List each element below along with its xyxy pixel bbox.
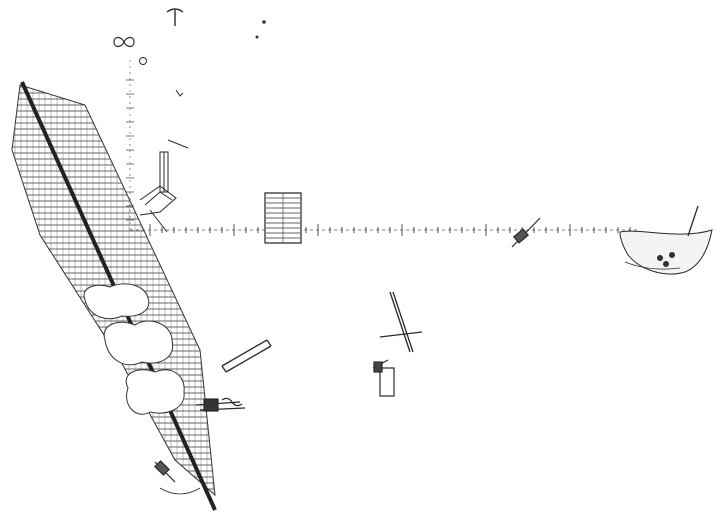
faint-arc <box>159 487 201 495</box>
small-circle <box>139 57 147 65</box>
hatched-hull-shape <box>11 81 217 511</box>
small-tool <box>154 460 176 483</box>
rolled-object <box>221 339 272 373</box>
baseline-axis <box>130 224 640 236</box>
blob-1 <box>83 283 150 320</box>
pump-object <box>372 359 395 397</box>
boat-drawing <box>619 205 713 275</box>
blob-3 <box>125 369 185 415</box>
hull-outline <box>139 139 189 233</box>
small-mark <box>175 89 184 97</box>
infinity-glyph <box>113 36 135 48</box>
dot-marker <box>255 35 259 39</box>
rope-coil <box>195 397 246 412</box>
blob-2 <box>103 320 174 366</box>
hatched-box <box>264 192 302 244</box>
dot-marker <box>262 20 266 24</box>
anchor-icon <box>166 8 184 26</box>
crossed-sticks <box>379 291 423 353</box>
tool-object <box>511 217 541 248</box>
